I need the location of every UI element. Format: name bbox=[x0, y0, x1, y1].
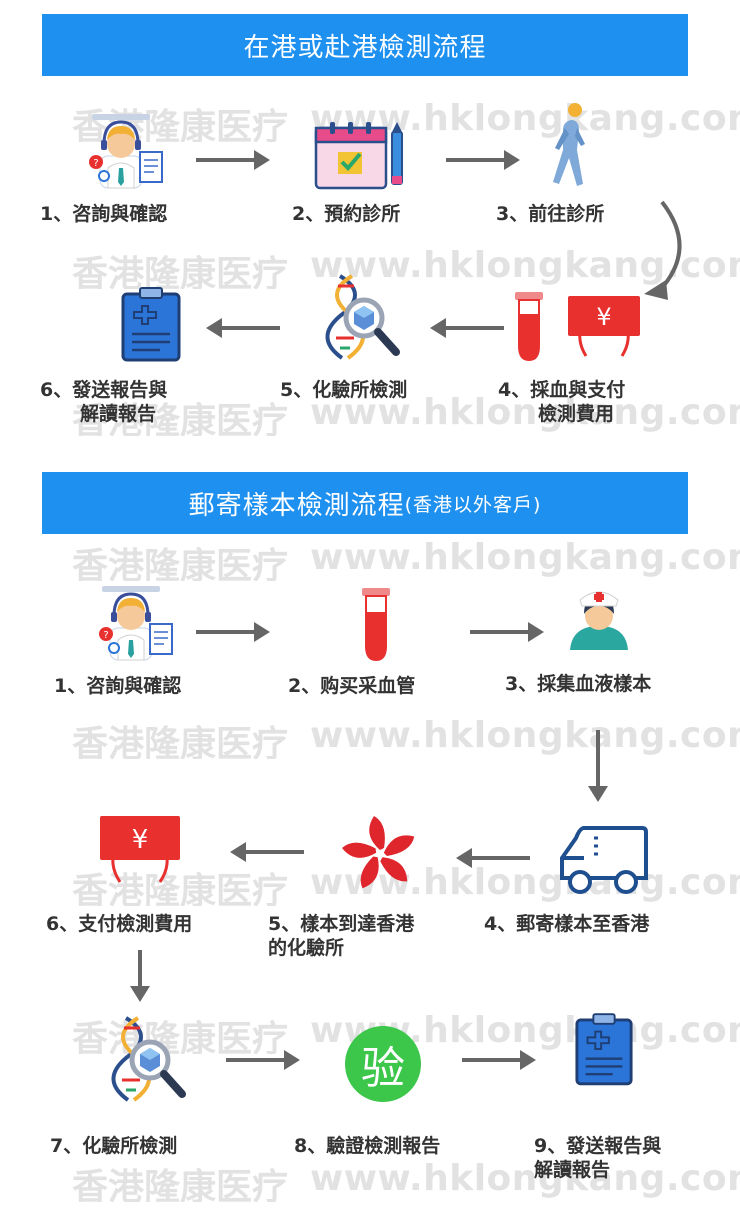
arrow-left bbox=[456, 848, 530, 868]
s1-step6-line2: 解讀報告 bbox=[80, 403, 157, 425]
s2-step9-line2: 解讀報告 bbox=[534, 1159, 611, 1181]
watermark-en: www.hklongkang.com bbox=[310, 392, 740, 433]
consultant-icon: ? bbox=[89, 114, 163, 189]
arrow-right bbox=[470, 622, 544, 642]
verify-badge-icon: 验 bbox=[345, 1026, 421, 1102]
arrow-curve-down bbox=[644, 200, 682, 300]
s2-step8-label: 8、驗證檢測報告 bbox=[294, 1135, 441, 1157]
section2-banner: 郵寄樣本檢測流程(香港以外客戶) bbox=[42, 472, 688, 534]
watermark-cn: 香港隆康医疗 bbox=[72, 1019, 289, 1054]
section2-title: 郵寄樣本檢測流程 bbox=[188, 490, 405, 521]
payment-card-icon: ¥ bbox=[100, 816, 180, 883]
s2-step5-label: 5、樣本到達香港 的化驗所 bbox=[268, 912, 414, 960]
dna-magnifier-icon bbox=[325, 274, 400, 360]
s2-step3-label: 3、採集血液樣本 bbox=[505, 673, 652, 695]
watermark-en: www.hklongkang.com bbox=[310, 537, 740, 578]
consultant-icon: ? bbox=[99, 586, 173, 661]
arrow-down bbox=[130, 950, 150, 1002]
section2-subtitle: (香港以外客戶) bbox=[404, 493, 542, 516]
s1-step3-label: 3、前往診所 bbox=[496, 203, 605, 225]
s1-step4-line2: 檢測費用 bbox=[538, 403, 615, 425]
arrow-right bbox=[462, 1050, 536, 1070]
watermark-row: 香港隆康医疗 www.hklongkang.com bbox=[0, 537, 740, 581]
arrow-left bbox=[230, 842, 304, 862]
delivery-truck-icon bbox=[560, 826, 648, 894]
yen-symbol: ¥ bbox=[132, 825, 149, 855]
s2-step1-label: 1、咨詢與確認 bbox=[54, 675, 182, 697]
watermark-cn: 香港隆康医疗 bbox=[72, 254, 289, 289]
watermark-row: 香港隆康医疗 www.hklongkang.com bbox=[0, 862, 740, 906]
s1-step5-label: 5、化驗所檢測 bbox=[280, 379, 408, 401]
arrow-right bbox=[226, 1050, 300, 1070]
watermark-cn: 香港隆康医疗 bbox=[72, 401, 289, 436]
clipboard-icon bbox=[575, 1013, 633, 1086]
test-tube-icon bbox=[362, 588, 390, 662]
arrow-right bbox=[446, 150, 520, 170]
watermark-en: www.hklongkang.com bbox=[310, 715, 740, 756]
s2-step9-label: 9、發送報告與 解讀報告 bbox=[534, 1134, 661, 1182]
s1-step4-line1: 4、採血與支付 bbox=[498, 379, 626, 401]
s1-step1-label: 1、咨詢與確認 bbox=[40, 203, 168, 225]
watermark-en: www.hklongkang.com bbox=[310, 1158, 740, 1199]
s1-step4-label: 4、採血與支付 檢測費用 bbox=[498, 378, 625, 426]
s1-step6-line1: 6、發送報告與 bbox=[40, 379, 168, 401]
watermark-cn: 香港隆康医疗 bbox=[72, 546, 289, 581]
watermark-en: www.hklongkang.com bbox=[310, 862, 740, 903]
arrow-left bbox=[430, 318, 504, 338]
watermark-cn: 香港隆康医疗 bbox=[72, 724, 289, 759]
test-tube-icon bbox=[515, 292, 543, 362]
section1-title: 在港或赴港檢測流程 bbox=[243, 32, 487, 63]
clipboard-icon bbox=[121, 287, 181, 362]
s2-step4-label: 4、郵寄樣本至香港 bbox=[484, 913, 650, 935]
s2-step9-line1: 9、發送報告與 bbox=[534, 1135, 662, 1157]
svg-text:?: ? bbox=[93, 158, 98, 169]
watermark-row: 香港隆康医疗 www.hklongkang.com bbox=[0, 392, 740, 436]
yen-symbol: ¥ bbox=[596, 303, 611, 331]
watermark-cn: 香港隆康医疗 bbox=[72, 871, 289, 906]
verify-char: 验 bbox=[361, 1043, 405, 1094]
walking-person-icon bbox=[553, 103, 585, 186]
s2-step5-line1: 5、樣本到達香港 bbox=[268, 913, 415, 935]
s1-step6-label: 6、發送報告與 解讀報告 bbox=[40, 378, 167, 426]
watermark-row: 香港隆康医疗 www.hklongkang.com bbox=[0, 715, 740, 759]
calendar-icon bbox=[314, 122, 403, 190]
bauhinia-flower-icon bbox=[342, 816, 415, 889]
s2-step7-label: 7、化驗所檢測 bbox=[50, 1135, 178, 1157]
s2-step2-label: 2、购买采血管 bbox=[288, 675, 416, 697]
section1-banner: 在港或赴港檢測流程 bbox=[42, 14, 688, 76]
arrow-down bbox=[588, 730, 608, 802]
s2-step5-line2: 的化驗所 bbox=[268, 937, 345, 959]
payment-card-icon: ¥ bbox=[568, 296, 640, 357]
s1-step2-label: 2、預約診所 bbox=[292, 203, 401, 225]
svg-text:?: ? bbox=[103, 630, 108, 641]
arrow-right bbox=[196, 150, 270, 170]
nurse-icon bbox=[570, 591, 628, 650]
s2-step6-label: 6、支付檢測費用 bbox=[46, 913, 193, 935]
arrow-right bbox=[196, 622, 270, 642]
watermark-row: 香港隆康医疗 www.hklongkang.com bbox=[0, 1158, 740, 1202]
arrow-left bbox=[206, 318, 280, 338]
watermark-cn: 香港隆康医疗 bbox=[72, 1167, 289, 1202]
dna-magnifier-icon bbox=[111, 1016, 186, 1102]
